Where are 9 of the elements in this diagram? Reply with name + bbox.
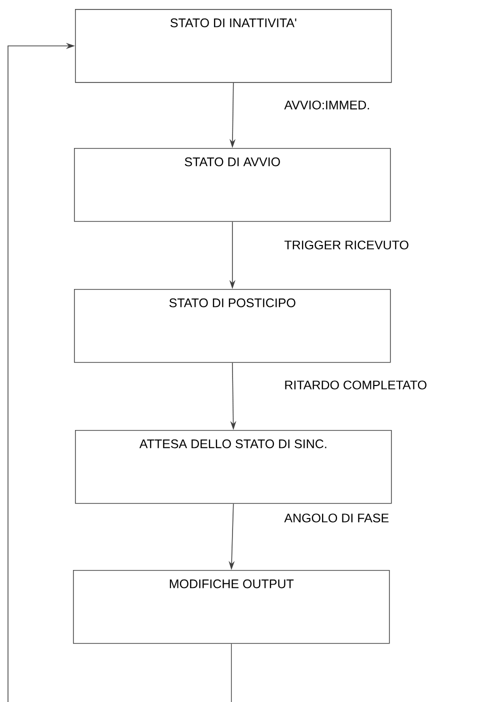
edge-label: ANGOLO DI FASE xyxy=(283,512,390,524)
state-box: ATTESA DELLO STATO DI SINC. xyxy=(75,430,392,504)
edge-label: AVVIO:IMMED. xyxy=(283,100,372,110)
state-box: STATO DI INATTIVITA' xyxy=(75,9,392,83)
edge-label: TRIGGER RICEVUTO xyxy=(283,240,410,250)
state-box: STATO DI POSTICIPO xyxy=(74,289,391,363)
state-box: MODIFICHE OUTPUT xyxy=(73,570,390,644)
state-box: STATO DI AVVIO xyxy=(74,148,391,222)
edge-label: RITARDO COMPLETATO xyxy=(283,380,428,390)
